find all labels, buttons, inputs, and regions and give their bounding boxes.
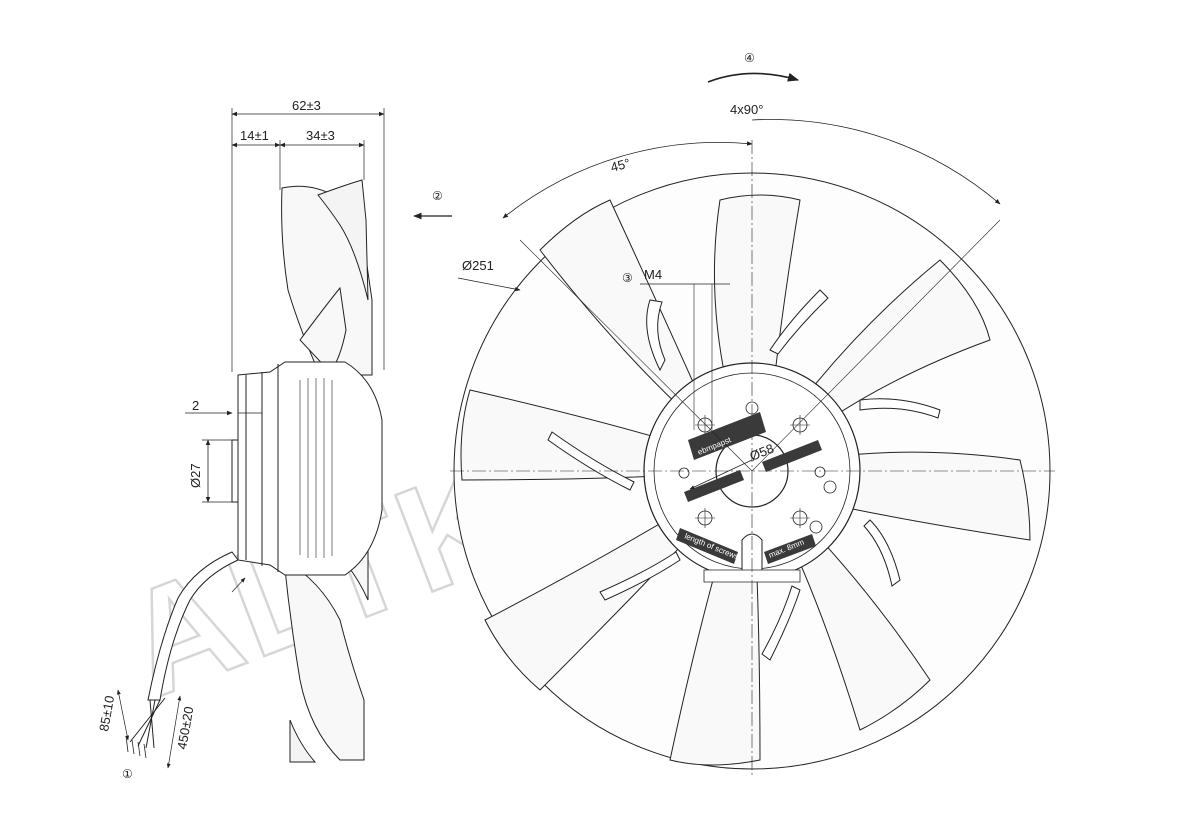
side-blade-bottom-2 (289, 719, 317, 763)
dim-lead-long: 450±20 (174, 705, 196, 750)
side-motor-hub (237, 361, 383, 576)
hub-mounting-holes (678, 401, 837, 534)
side-shaft-stub (231, 439, 239, 503)
blade-ribs (547, 289, 941, 661)
angle-arc-45 (502, 141, 753, 219)
dia-leader (457, 277, 521, 292)
side-blade-bottom (283, 559, 365, 761)
dim-blade: 34±3 (306, 128, 335, 143)
angle-arc-4x90 (751, 119, 1001, 205)
rotation-arrow (707, 72, 800, 83)
center-lines (450, 140, 1055, 775)
side-cable (147, 551, 239, 701)
callout-2: ② (432, 189, 443, 203)
dim-hub-dia: Ø27 (188, 463, 203, 488)
brand-plate (688, 412, 766, 460)
side-blade-upper-2 (317, 179, 369, 301)
angle-label: 45° (609, 155, 632, 175)
front-view (450, 72, 1055, 775)
dim-hub: 14±1 (240, 128, 269, 143)
dim-flange: 2 (192, 398, 199, 413)
screw-length-plate-right (764, 534, 816, 564)
dim-outer-dia: Ø251 (462, 258, 494, 273)
side-view-labels: 62±3 14±1 34±3 2 Ø27 85±10 450±20 ① ② (96, 98, 443, 781)
dim-lead-short: 85±10 (96, 694, 117, 732)
cable-wire-ends (125, 735, 147, 759)
screw-length-plate-left (676, 528, 738, 564)
callout-1: ① (122, 767, 133, 781)
callout-4: ④ (744, 51, 755, 65)
thread-label: M4 (644, 267, 662, 282)
hub-label-plates (676, 412, 822, 564)
dim-total-width: 62±3 (292, 98, 321, 113)
callout-3: ③ (622, 271, 633, 285)
side-view (116, 108, 385, 769)
mounting-pattern: 4x90° (730, 102, 763, 117)
